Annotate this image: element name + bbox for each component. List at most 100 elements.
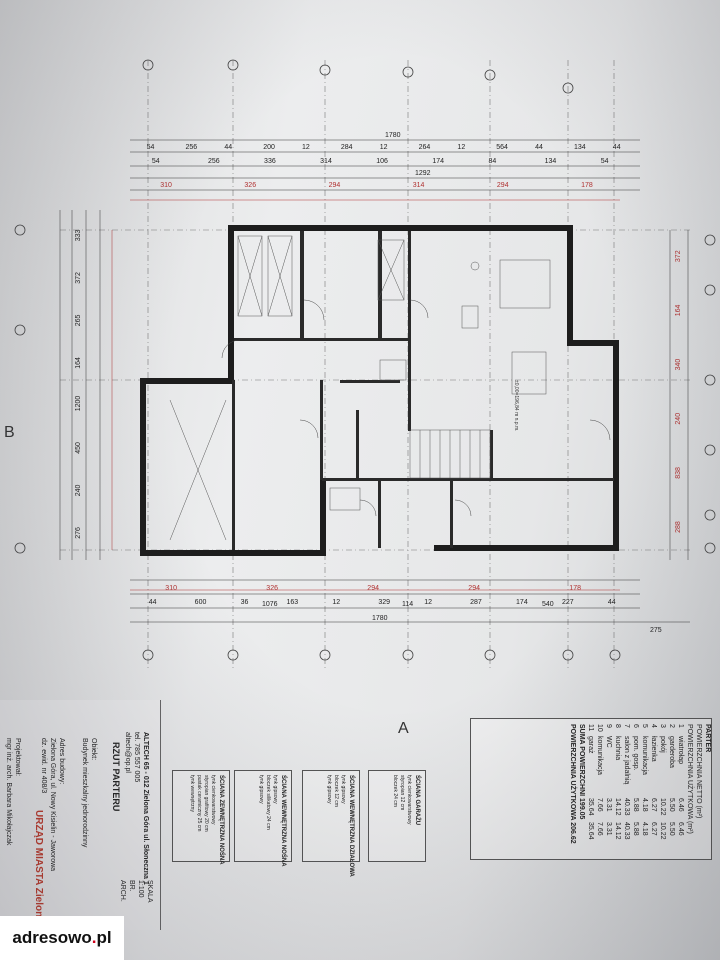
rooms-cell-net: 6.46	[677, 798, 684, 812]
scale-value: 1:100	[137, 880, 144, 898]
bottom-dim: 163	[287, 599, 299, 606]
left-dim: 265	[75, 314, 82, 326]
sheet-title-text: RZUT PARTERU	[111, 742, 121, 812]
object-label: Obiekt:	[90, 738, 97, 761]
rooms-row: 7salon z jadalnią40.3340.33	[622, 724, 631, 846]
rooms-col-usable: POWIERZCHNIA UŻYTKOWA (m²)	[686, 724, 693, 834]
legend-title: ŚCIANA ZEWNĘTRZNA NOŚNA	[218, 775, 224, 865]
legend-item: pustak ceramiczny 25 cm	[196, 775, 202, 832]
rooms-total-label: POWIERZCHNIA UŻYTKOWA	[569, 724, 576, 821]
door-swings	[221, 299, 611, 517]
watermark-brand: adresowo	[12, 928, 92, 947]
rooms-cell-name: salon z jadalnią	[623, 736, 630, 785]
bottom-dim: 1076	[262, 601, 278, 608]
rooms-row: 10komunikacja7.667.66	[595, 724, 604, 846]
designer-info: Projektował: mgr inż. arch. Barbara Miko…	[4, 738, 22, 845]
top-dim: 564	[496, 144, 508, 151]
rooms-cell-no: 8	[614, 724, 621, 728]
branch-value: ARCH.	[119, 880, 126, 902]
rooms-cell-no: 7	[623, 724, 630, 728]
company-line: ALTECH 65 - 012 Zielona Góra ul. Słonecz…	[142, 732, 149, 885]
bottom-dim: 600	[195, 599, 207, 606]
grid-axes	[60, 60, 690, 670]
bottom-dim-red: 310	[165, 585, 177, 592]
rooms-cell-net: 14.12	[614, 798, 621, 816]
left-dim: 1200	[75, 396, 82, 412]
section-marker-a: A	[398, 720, 409, 737]
title-block	[0, 700, 161, 930]
rooms-cell-net: 6.27	[650, 798, 657, 812]
top-dim-red: 294	[497, 182, 509, 189]
left-dim: 164	[75, 357, 82, 369]
top-total-dim: 1780	[385, 132, 401, 139]
legend-title: ŚCIANA WEWNĘTRZNA DZIAŁOWA	[348, 775, 354, 877]
rooms-table-frame	[470, 718, 712, 860]
top-dim: 44	[613, 144, 621, 151]
red-dimensions	[111, 199, 620, 591]
bottom-dim: 44	[149, 599, 157, 606]
rooms-table-level: PARTER	[704, 724, 711, 753]
rooms-cell-name: pokój	[659, 736, 666, 753]
rooms-row: 2garderoba5.505.50	[667, 724, 676, 846]
rooms-cell-no: 6	[632, 724, 639, 728]
top-dim: 44	[224, 144, 232, 151]
rooms-cell-net: 5.88	[632, 798, 639, 812]
bottom-total-dim: 1780	[372, 615, 388, 622]
bottom-dim: 114	[402, 601, 413, 608]
right-dim: 240	[675, 413, 682, 425]
rooms-cell-net: 4.18	[641, 798, 648, 812]
rooms-cell-usable: 4.18	[641, 822, 648, 836]
company-email: altech@op.pl	[124, 732, 131, 773]
right-dim: 164	[675, 304, 682, 316]
rooms-cell-no: 10	[596, 724, 603, 732]
sheet-title: RZUT PARTERU	[111, 742, 121, 812]
rooms-cell-name: kuchnia	[614, 736, 621, 761]
adresowo-watermark[interactable]: adresowo.pl	[0, 916, 124, 960]
rooms-cell-usable: 14.12	[614, 822, 621, 840]
rooms-cell-no: 4	[650, 724, 657, 728]
top-dim: 54	[152, 158, 160, 165]
bottom-dim: 329	[378, 599, 390, 606]
dimension-lines	[59, 139, 690, 623]
legend-item: tynk cienkowarstwowy	[210, 775, 216, 825]
left-dim: 372	[75, 272, 82, 284]
rooms-sum-value: 199.05	[578, 798, 585, 820]
bottom-dim-red: 326	[266, 585, 278, 592]
top-dim: 106	[376, 158, 388, 165]
designer-label: Projektował:	[14, 738, 21, 777]
rooms-cell-usable: 10.22	[659, 822, 666, 840]
bottom-dim-red: 294	[468, 585, 480, 592]
top-dim-red: 326	[244, 182, 256, 189]
rooms-cell-name: garderoba	[668, 736, 675, 768]
top-dim: 134	[545, 158, 557, 165]
rooms-row: 5komunikacja4.184.18	[640, 724, 649, 846]
rooms-cell-usable: 7.66	[596, 822, 603, 836]
title-block-text: ALTECH 65 - 012 Zielona Góra ul. Słonecz…	[123, 732, 150, 885]
top-dim: 256	[186, 144, 198, 151]
rooms-row: 11garaż35.6435.64	[586, 724, 595, 846]
bottom-dims-row3: 1076 114 540	[262, 601, 554, 608]
object-info: Obiekt: Budynek mieszkalny jednorodzinny	[80, 738, 98, 847]
rooms-cell-no: 9	[605, 724, 612, 728]
rooms-row: 9WC3.313.31	[604, 724, 613, 846]
bottom-dim: 12	[332, 599, 340, 606]
rooms-row: 1wiatrołap6.466.46	[676, 724, 685, 846]
bottom-dim-red: 178	[569, 585, 581, 592]
rooms-cell-usable: 40.33	[623, 822, 630, 840]
bottom-dim: 540	[542, 601, 554, 608]
top-dim: 174	[432, 158, 444, 165]
rooms-sum-label: SUMA POWIERZCHNI	[578, 724, 585, 797]
top-dim: 336	[264, 158, 276, 165]
legend-title: ŚCIANA GARAŻU	[414, 775, 420, 826]
top-dim: 44	[535, 144, 543, 151]
left-dim: 333	[75, 229, 82, 241]
